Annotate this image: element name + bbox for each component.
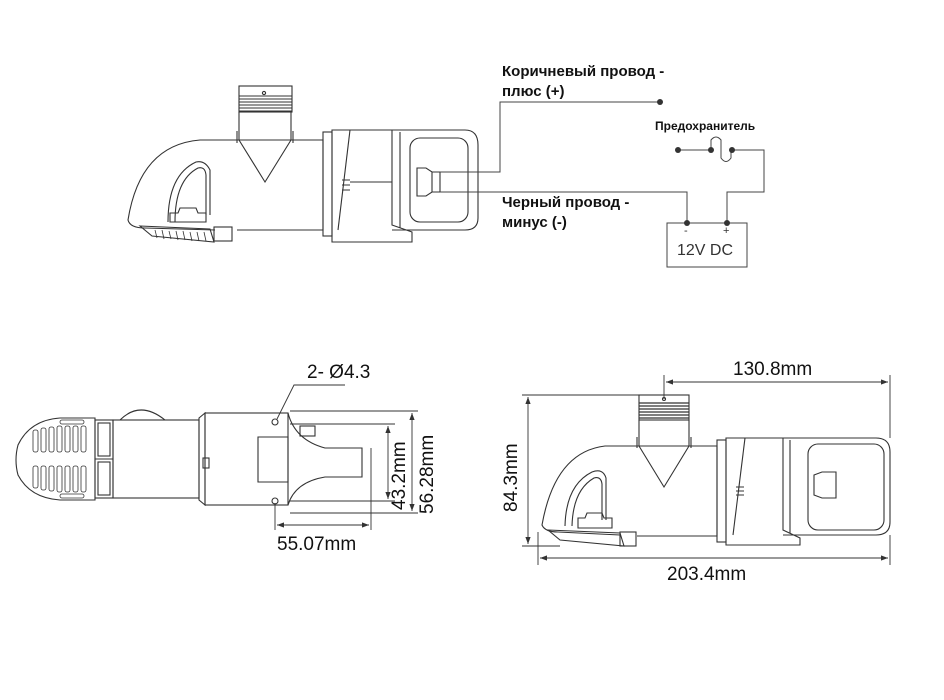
terminal-plus: + [723,225,730,237]
power-supply-box [666,222,748,268]
bottom-view-dimensions [274,384,418,530]
hole-spec-label: 2- Ø4.3 [307,362,371,383]
pump-side-view-dimensioned [541,394,891,547]
black-wire [440,191,688,223]
dim-56-28: 56.28mm [417,434,438,514]
dim-84-3: 84.3mm [501,443,522,512]
dim-130-8: 130.8mm [733,359,813,380]
black-wire-label-line1: Черный провод - [502,194,630,211]
pump-side-view-top [127,85,479,243]
brown-wire-label-line2: плюс (+) [502,83,565,100]
fuse-label: Предохранитель [655,119,756,133]
wiring-nodes [657,99,735,226]
terminal-minus: - [684,225,688,237]
black-wire-label-line2: минус (-) [502,214,567,231]
brown-wire [440,101,660,173]
wiring-schematic [440,101,765,268]
pump-bottom-view [15,409,363,507]
brown-wire-label-line1: Коричневый провод - [502,63,665,80]
power-supply-label: 12V DC [677,242,734,259]
dim-55-07: 55.07mm [277,534,357,555]
dim-203-4: 203.4mm [667,564,747,585]
dim-43-2: 43.2mm [389,441,410,510]
fuse-symbol [710,136,732,162]
side-view-dimensions [522,375,891,565]
